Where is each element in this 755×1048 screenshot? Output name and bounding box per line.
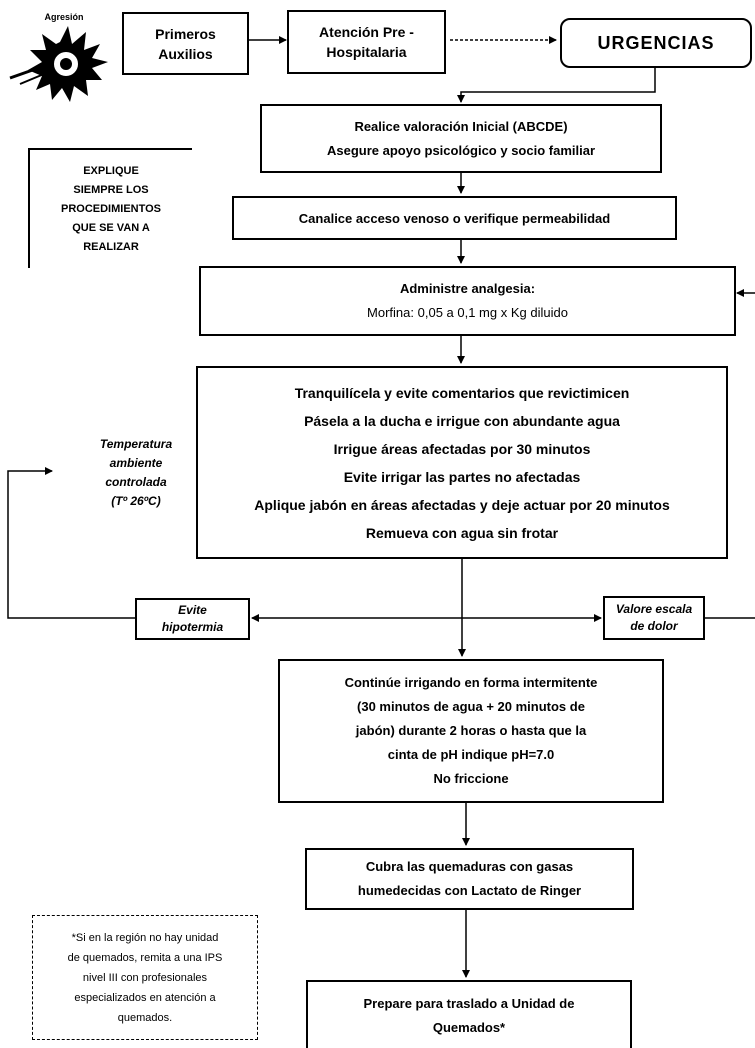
footnote-note: *Si en la región no hay unidad de quemad… [32,915,258,1040]
analgesia-line-2: Morfina: 0,05 a 0,1 mg x Kg diluido [367,305,568,320]
prepare-line-2: Quemados* [432,1020,506,1035]
cubra-box: Cubra las quemaduras con gasas humedecid… [305,848,634,910]
hipotermia-line-1: Evite [178,603,207,617]
temperatura-line-1: Temperatura [99,437,173,451]
analgesia-box: Administre analgesia: Morfina: 0,05 a 0,… [199,266,736,336]
cubra-line-1: Cubra las quemaduras con gasas [365,859,574,874]
agresion-starburst-icon [9,26,108,102]
tranquilicela-line-5: Aplique jabón en áreas afectadas y deje … [254,496,670,513]
prepare-traslado-box: Prepare para traslado a Unidad de Quemad… [306,980,632,1048]
prepare-line-1: Prepare para traslado a Unidad de [363,996,575,1011]
arrow-urgencias-to-valoracion [457,68,656,103]
urgencias-label: URGENCIAS [597,32,715,53]
footnote-line-4: especializados en atención a [74,991,216,1004]
explique-line-3: PROCEDIMIENTOS [60,202,162,215]
arrow-hipotermia-to-temperatura [7,467,135,619]
dolor-line-1: Valore escala [615,602,693,616]
canalice-label: Canalice acceso venoso o verifique perme… [298,210,611,226]
temperatura-line-3: controlada [105,475,167,489]
valoracion-box: Realice valoración Inicial (ABCDE) Asegu… [260,104,662,173]
prehosp-line-1: Atención Pre - [319,24,414,40]
valoracion-line-2: Asegure apoyo psicológico y socio famili… [326,142,596,158]
valoracion-line-1: Realice valoración Inicial (ABCDE) [354,118,568,134]
explique-line-5: REALIZAR [83,240,139,253]
tranquilicela-line-6: Remueva con agua sin frotar [365,524,559,541]
tranquilicela-box: Tranquilícela y evite comentarios que re… [196,366,728,559]
explique-line-4: QUE SE VAN A [72,221,150,234]
prehospitalaria-box: Atención Pre - Hospitalaria [287,10,446,74]
footnote-line-3: nivel III con profesionales [82,971,208,984]
tranquilicela-line-4: Evite irrigar las partes no afectadas [343,468,581,485]
tranquilicela-line-1: Tranquilícela y evite comentarios que re… [294,384,630,401]
explique-note: EXPLIQUE SIEMPRE LOS PROCEDIMIENTOS QUE … [28,148,192,268]
explique-line-2: SIEMPRE LOS [73,183,149,196]
primeros-line-1: Primeros [155,25,216,42]
footnote-line-2: de quemados, remita a una IPS [67,951,223,964]
continue-line-2: (30 minutos de agua + 20 minutos de [357,699,585,714]
hipotermia-line-2: hipotermia [161,620,224,634]
primeros-line-2: Auxilios [158,45,213,62]
analgesia-line-1: Administre analgesia: [399,281,536,296]
explique-line-1: EXPLIQUE [83,164,139,177]
dolor-line-2: de dolor [630,619,678,633]
prehosp-line-2: Hospitalaria [326,44,407,60]
temperatura-line-2: ambiente [109,456,163,470]
evite-hipotermia-box: Evite hipotermia [135,598,250,640]
temperatura-line-4: (Tº 26ºC) [111,494,161,508]
temperatura-note: Temperatura ambiente controlada (Tº 26ºC… [72,428,200,518]
primeros-auxilios-box: Primeros Auxilios [122,12,249,75]
urgencias-box: URGENCIAS [560,18,752,68]
canalice-box: Canalice acceso venoso o verifique perme… [232,196,677,240]
agresion-label: Agresión [44,12,84,22]
continue-line-5: No friccione [433,771,509,786]
tranquilicela-line-2: Pásela a la ducha e irrigue con abundant… [304,412,620,429]
continue-line-4: cinta de pH indique pH=7.0 [387,747,555,762]
continue-line-3: jabón) durante 2 horas o hasta que la [355,723,587,738]
continue-line-1: Continúe irrigando en forma intermitente [344,675,598,690]
continue-irrigando-box: Continúe irrigando en forma intermitente… [278,659,664,803]
valore-dolor-box: Valore escala de dolor [603,596,705,640]
footnote-line-1: *Si en la región no hay unidad [71,931,219,944]
cubra-line-2: humedecidas con Lactato de Ringer [357,883,582,898]
tranquilicela-line-3: Irrigue áreas afectadas por 30 minutos [333,440,591,457]
footnote-line-5: quemados. [117,1011,173,1024]
